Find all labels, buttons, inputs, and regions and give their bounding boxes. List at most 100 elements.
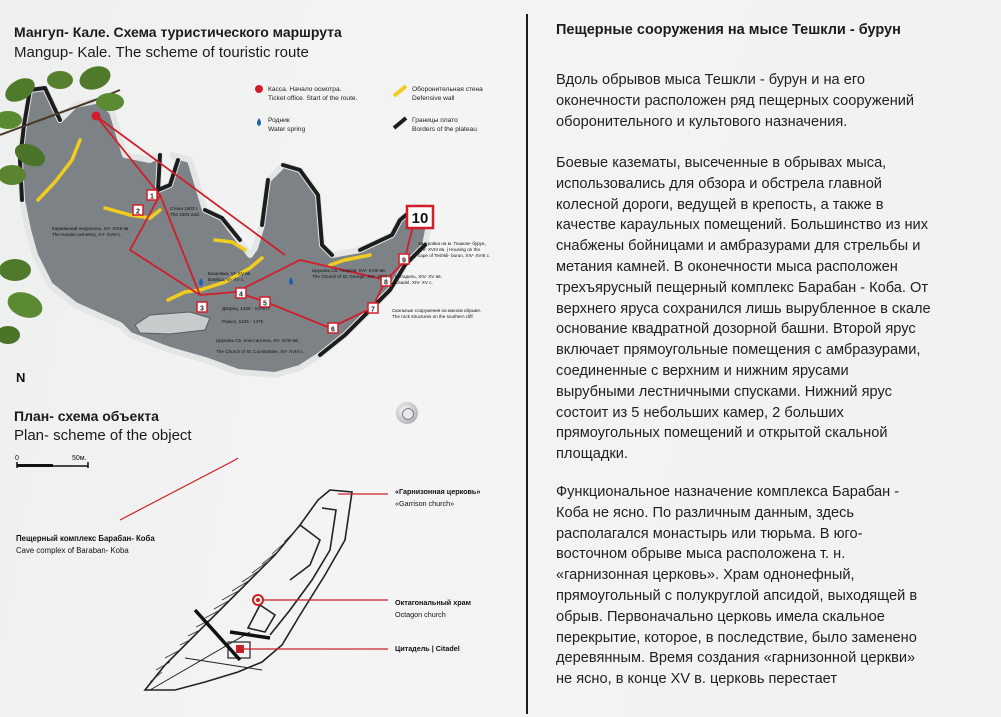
text-line: использовались для обзора и обстрела гла…: [556, 175, 882, 192]
map-legend: Касса. Начало осмотра. Ticket office. St…: [255, 84, 483, 133]
text-line: верхнего яруса сохранился лишь вырубленн…: [556, 300, 931, 317]
text-line: оконечности расположен ряд пещерных соор…: [556, 92, 915, 109]
rock-structures: [134, 311, 211, 335]
legend-spring-ru: Родник: [268, 117, 290, 124]
text-line: вырубными лестничными спусками. Нижний я…: [556, 383, 892, 400]
slope-hatching: [149, 525, 301, 683]
legend-spring-en: Water spring: [268, 126, 305, 133]
label-teshkli-ru2: XIV- XVIII вв. | Housing on the: [418, 247, 480, 252]
defensive-walls: [36, 138, 372, 302]
paragraph-3: Функциональное назначение комплекса Бара…: [556, 482, 976, 690]
text-line: метания камней. В оконечности мыса распо…: [556, 258, 898, 275]
label-rock-ru: Скальные сооружения на южном обрыве.: [392, 308, 481, 313]
label-george-ru: Церковь Св. Георгия, XIV- XVIII вв.: [312, 268, 386, 273]
label-wall1503-en: The 1503 wall.: [170, 212, 200, 217]
wall-legend-icon: [392, 84, 408, 98]
route-path: [95, 115, 416, 329]
text-line: не ясно, в конце XV в. церковь перестает: [556, 671, 838, 688]
text-line: восточном обрыве мыса расположена т. н.: [556, 546, 846, 563]
stop-7: 7: [371, 307, 375, 314]
scale-zero: 0: [15, 455, 19, 462]
text-line: площадки.: [556, 446, 628, 463]
label-teshkli-en: cape of Teshkli- burun, XIV- XVIII c.: [418, 253, 490, 258]
stop-9: 9: [402, 258, 406, 265]
spring-icon: [199, 278, 203, 286]
stop-2: 2: [136, 209, 140, 216]
stop-10: 10: [412, 210, 429, 227]
ticket-office-marker: [91, 111, 101, 121]
legend-ticket-en: Ticket office. Start of the route.: [268, 95, 358, 102]
text-line: трехъярусный пещерный комплекс Барабан -…: [556, 279, 929, 296]
text-line: включает прямоугольные помещения с амбра…: [556, 342, 921, 359]
text-line: колесной дороги, ведущей в крепость, а т…: [556, 196, 884, 213]
section-title: Пещерные сооружения на мысе Тешкли - бур…: [556, 22, 901, 38]
text-line: Боевые казематы, высеченные в обрывах мы…: [556, 155, 887, 171]
scale-bar: 0 50м.: [15, 455, 89, 468]
spring-icon: [289, 277, 293, 285]
tree-leaves-decoration: [0, 259, 43, 344]
plan-title-ru: План- схема объекта: [14, 408, 159, 424]
legend-ticket-ru: Касса. Начало осмотра.: [268, 86, 342, 93]
label-wall1503-ru: Стена 1503 г.: [170, 206, 198, 211]
route-stops: 1 2 3 4 5 6 7 8 9 10: [132, 189, 435, 334]
text-line: основание квадратной дозорной башни. Вто…: [556, 321, 916, 338]
stop-1: 1: [150, 194, 154, 201]
label-constantine-en: The Church of St. Constantine, XV- XVIII…: [216, 349, 304, 354]
stop-6: 6: [331, 327, 335, 334]
text-line: Функциональное назначение комплекса Бара…: [556, 484, 900, 500]
label-rock-en: The rock structures on the southern clif…: [392, 314, 474, 319]
leader-lines: [119, 457, 388, 650]
text-line: оборонительного и культового назначения.: [556, 113, 848, 130]
label-octagon-ru: Октагональный храм: [395, 598, 471, 607]
text-line: прямоугольный с полукруглой апсидой, вых…: [556, 587, 918, 604]
text-line: деревянным. Время создания «гарнизонной …: [556, 650, 916, 667]
text-line: обрыв. Первоначально церковь имела скаль…: [556, 608, 885, 625]
scale-50: 50м.: [72, 455, 87, 462]
route-map: 1 2 3 4 5 6 7 8 9 10: [16, 84, 490, 385]
stop-3: 3: [200, 306, 204, 313]
label-citadel-en: Citadel, XIV- XV c.: [395, 280, 433, 285]
label-cave-ru: Пещерный комплекс Барабан- Коба: [16, 534, 155, 543]
column-divider: [526, 14, 528, 714]
north-label: N: [16, 370, 25, 385]
label-basilica-en: Basilica, VI- XV c.: [208, 277, 245, 282]
stop-5: 5: [263, 301, 267, 308]
legend-borders-ru: Границы плато: [412, 117, 458, 124]
paragraph-2: Боевые казематы, высеченные в обрывах мы…: [556, 153, 976, 465]
text-line: прямоугольных помещений и открытой скаль…: [556, 425, 888, 442]
label-cave-en: Cave complex of Baraban- Koba: [16, 546, 129, 555]
tree-branch-decoration: [0, 66, 124, 185]
label-garrison-en: «Garrison church»: [395, 499, 454, 508]
map-title-ru: Мангуп- Кале. Схема туристического маршр…: [14, 24, 342, 40]
label-palace-ru: Дворец, 1425 - 1475 гг.: [222, 306, 270, 311]
label-palace-en: Palace, 1425 - 1475: [222, 319, 264, 324]
cape-plan-outline: [143, 489, 353, 691]
text-line: состоит из 5 небольших камер, 2 больших: [556, 404, 844, 421]
plan-title-en: Plan- scheme of the object: [14, 427, 192, 444]
label-karaim-en: The Karaite cemetery, XV- XVIII c.: [52, 232, 122, 237]
text-line: перекрытие, которое, в последствие, было…: [556, 629, 917, 646]
text-line: снабжены бойницами и амбразурами для стр…: [556, 238, 921, 255]
label-constantine-ru: Церковь Св. Константина, XV- XVIII вв.: [216, 338, 299, 343]
label-basilica-ru: Базилика, VI- XV вв.: [208, 271, 251, 276]
label-karaim-ru: Караимский некрополь, XV- XVIII вв.: [52, 225, 130, 231]
label-garrison-ru: «Гарнизонная церковь»: [395, 487, 480, 496]
ticket-legend-icon: [255, 85, 263, 93]
legend-borders-en: Borders of the plateau: [412, 126, 477, 133]
text-line: располагался монастырь или тюрьма. В юго…: [556, 525, 863, 542]
label-octagon-en: Octagon church: [395, 610, 446, 619]
legend-wall-ru: Оборонительная стена: [412, 85, 483, 93]
citadel-marker: [236, 645, 244, 653]
stop-8: 8: [384, 280, 388, 287]
plan-scheme: 0 50м.: [15, 455, 480, 691]
text-line: качестве караульных помещений. Большинст…: [556, 217, 929, 234]
spring-legend-icon: [257, 118, 261, 126]
text-line: соединенные с верхним и нижним ярусами: [556, 362, 849, 379]
border-legend-icon: [392, 116, 408, 130]
label-teshkli-ru: Застройка на м. Тешкли- бурун,: [418, 240, 486, 246]
map-title-en: Mangup- Kale. The scheme of touristic ro…: [14, 44, 309, 61]
text-line: Вдоль обрывов мыса Тешкли - бурун и на е…: [556, 72, 865, 88]
mounting-bolt: [396, 402, 418, 424]
stop-4: 4: [239, 292, 243, 299]
